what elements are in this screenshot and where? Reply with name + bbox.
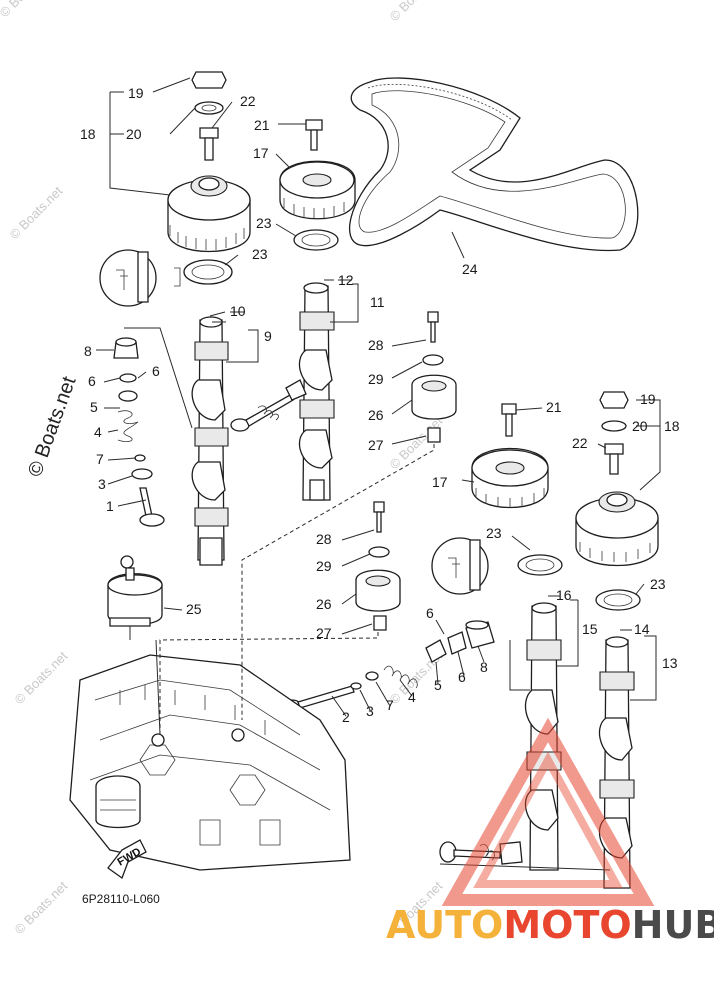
label-5: 5 [434,677,442,693]
brand-part-2: MOTO [503,903,631,947]
brand-part-3: HUB [632,903,714,947]
label-11: 11 [370,294,385,310]
middle-valve-assembly [230,379,307,432]
brand-part-1: AUTO [386,903,503,947]
label-4: 4 [94,424,102,440]
label-14: 14 [634,621,650,637]
diagram-code: 6P28110-L060 [82,892,160,906]
label-3: 3 [366,703,374,719]
label-20: 20 [632,418,648,434]
side-copyright: © Boats.net [24,373,81,479]
label-6: 6 [152,363,160,379]
middle-camshaft [298,282,335,501]
right-upper-sprocket [471,403,549,509]
left-camshaft [191,316,229,566]
label-23: 23 [256,215,272,231]
label-6: 6 [88,373,96,389]
label-8: 8 [480,659,488,675]
label-21: 21 [254,117,270,133]
label-18: 18 [80,126,96,142]
label-23: 23 [650,576,666,592]
label-6: 6 [426,605,434,621]
watermark-text: © Boats.net [12,878,71,937]
left-valve-train [113,337,165,527]
part-labels: 19 18 20 22 21 17 23 23 24 12 11 10 9 28… [80,85,680,725]
label-18: 18 [664,418,680,434]
label-22: 22 [572,435,588,451]
label-8: 8 [84,343,92,359]
label-7: 7 [96,451,104,467]
label-12: 12 [338,272,354,288]
watermark-text: © Boats.net [387,0,446,24]
label-27: 27 [368,437,384,453]
middle-upper-sprocket [279,119,356,251]
watermark-text: © Boats.net [0,0,56,20]
seal-detail-inset [99,249,181,307]
label-17: 17 [253,145,269,161]
label-20: 20 [126,126,142,142]
label-1: 1 [106,498,114,514]
label-3: 3 [98,476,106,492]
watermark-text: © Boats.net [7,183,66,242]
label-24: 24 [462,261,478,277]
left-vvt-sprocket [167,71,251,253]
brand-triangle-icon [441,717,655,906]
label-4: 4 [408,689,416,705]
label-29: 29 [368,371,384,387]
label-16: 16 [556,587,572,603]
label-23: 23 [486,525,502,541]
label-2: 2 [342,709,350,725]
leader-lines [96,77,661,871]
label-23: 23 [252,246,268,262]
right-seal-detail-inset [431,537,563,595]
label-10: 10 [230,303,246,319]
brand-watermark: AUTOMOTOHUB [386,717,714,947]
watermark-text: © Boats.net [12,648,71,707]
label-17: 17 [432,474,448,490]
label-28: 28 [316,531,332,547]
label-21: 21 [546,399,562,415]
right-vvt-sprocket [575,391,659,611]
label-27: 27 [316,625,332,641]
left-camshaft-seal [183,259,233,285]
upper-lifter-group [411,311,457,443]
label-6: 6 [458,669,466,685]
label-22: 22 [240,93,256,109]
belt-tensioner [107,555,163,627]
label-26: 26 [316,596,332,612]
label-9: 9 [264,328,272,344]
label-7: 7 [386,697,394,713]
timing-belt [348,77,639,252]
label-5: 5 [90,399,98,415]
label-15: 15 [582,621,598,637]
label-19: 19 [640,391,656,407]
label-29: 29 [316,558,332,574]
label-26: 26 [368,407,384,423]
label-13: 13 [662,655,678,671]
label-19: 19 [128,85,144,101]
label-25: 25 [186,601,202,617]
svg-text:AUTOMOTOHUB: AUTOMOTOHUB [386,903,714,947]
lower-lifter-group [355,501,401,631]
label-28: 28 [368,337,384,353]
cylinder-head-block [69,654,351,871]
